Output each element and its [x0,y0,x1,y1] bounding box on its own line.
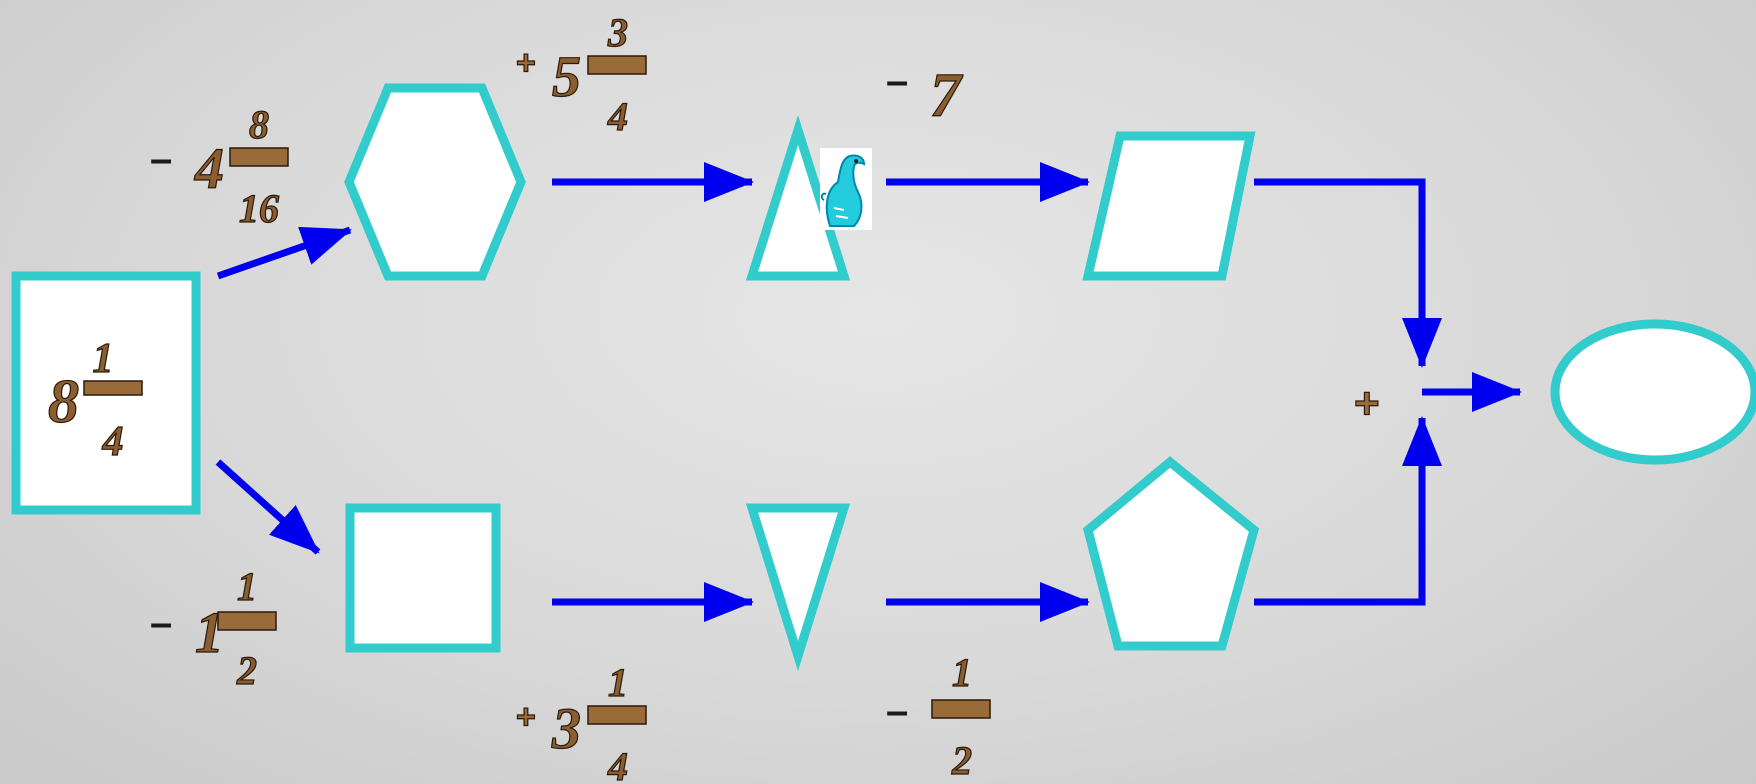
start-box [11,271,201,515]
op1-denominator: 16 [239,186,279,231]
op1-numerator: 8 [249,102,269,147]
op1-fraction-bar [229,147,289,167]
arrow-pentagon-to-sum [1254,416,1442,606]
op4-denominator: 2 [236,648,257,693]
start-numerator: 1 [93,336,114,382]
hexagon-blank[interactable] [344,83,526,281]
op5-fraction-bar [587,705,647,725]
pentagon-blank[interactable] [1082,456,1260,651]
op5-denominator: 4 [607,744,628,784]
shapes [11,83,1756,672]
arrow-start-to-square [215,459,321,555]
operation-minus-1-2: – 1 2 [886,649,991,784]
square-blank[interactable] [345,503,501,653]
start-whole: 8 [48,368,79,436]
op3-whole: 7 [930,62,964,130]
arrows [215,162,1522,622]
op4-whole: 1 [195,600,224,665]
op2-fraction-bar [587,55,647,75]
operation-minus-4-8-16: – 4 8 16 [150,101,289,232]
operation-plus-3-1-4: + 3 1 4 [515,659,647,784]
combine-plus-sign: + [1354,379,1380,428]
start-denominator: 4 [102,419,124,465]
cyan-dinosaur-icon [820,148,872,230]
arrow-parallelogram-to-sum [1254,178,1442,368]
inverted-triangle-blank[interactable] [745,503,851,672]
op4-fraction-bar [217,611,277,631]
op4-numerator: 1 [237,564,257,609]
op2-denominator: 4 [607,94,628,139]
operation-minus-1-1-2: – 1 1 2 [150,563,277,694]
op1-whole: 4 [194,136,224,201]
op3-sign: – [886,59,908,103]
op2-whole: 5 [552,44,581,109]
op6-numerator: 1 [952,650,972,695]
op5-sign: + [516,698,536,736]
op2-sign: + [516,44,536,82]
op2-numerator: 3 [607,10,628,55]
arrow-start-to-hexagon [216,226,352,280]
op5-numerator: 1 [608,660,628,705]
op5-whole: 3 [551,696,581,761]
op6-sign: – [886,689,908,733]
operation-minus-7: – 7 [886,59,965,131]
operation-plus-5-3-4: + 5 3 4 [515,9,647,140]
op1-sign: – [150,137,172,181]
result-ellipse-blank[interactable] [1550,319,1756,465]
parallelogram-blank[interactable] [1082,131,1256,281]
op6-fraction-bar [931,699,991,719]
op4-sign: – [150,601,172,645]
start-mixed-number: 8 1 4 [47,335,143,466]
start-fraction-bar [83,380,143,396]
op6-denominator: 2 [951,738,972,783]
